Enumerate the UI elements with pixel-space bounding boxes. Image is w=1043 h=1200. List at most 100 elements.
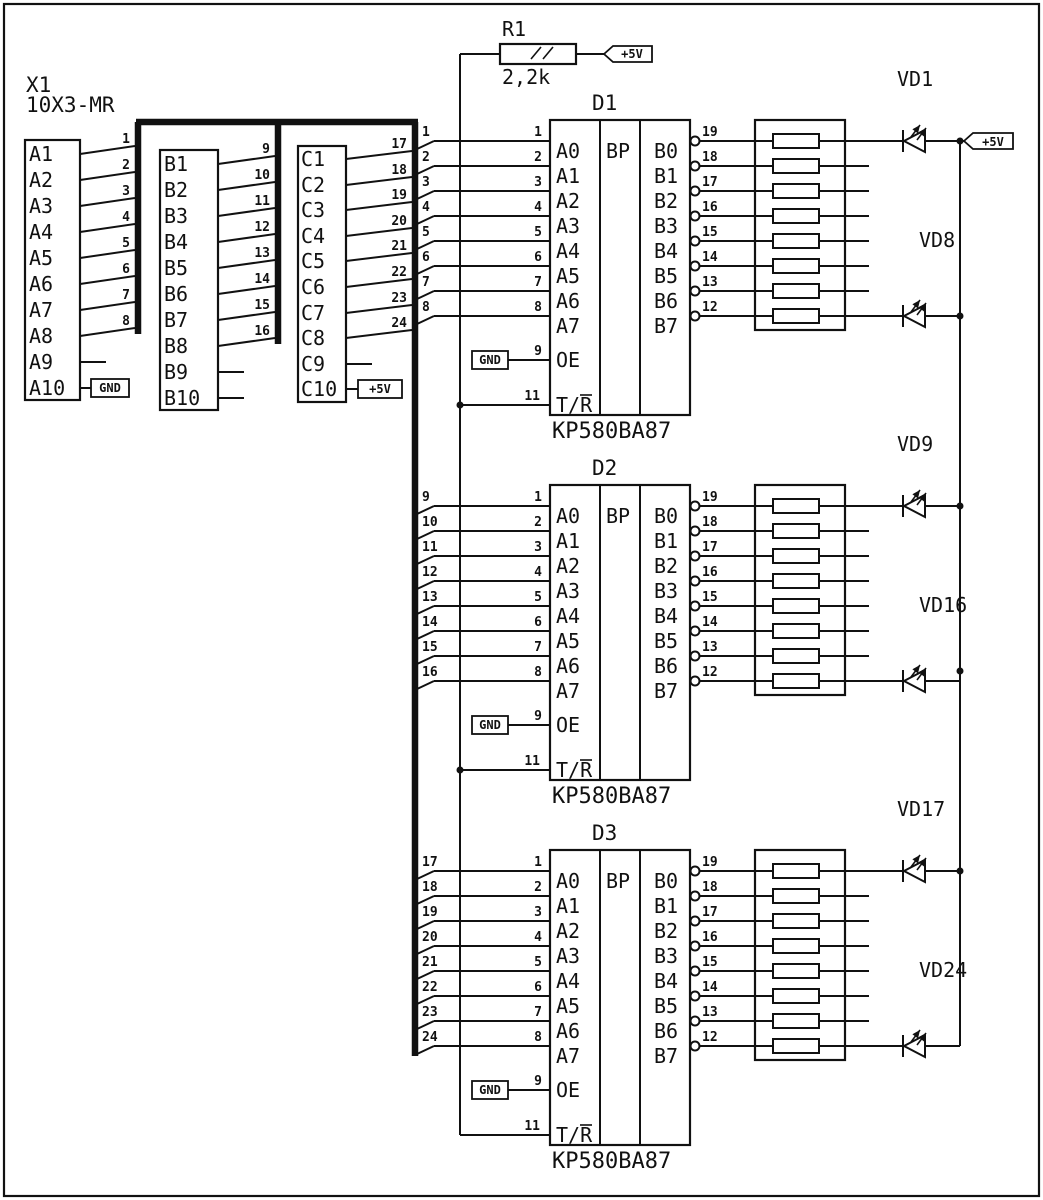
inversion-bubble [689, 675, 701, 687]
cable-wire-number: 12 [422, 565, 438, 580]
plus5v-box [357, 379, 403, 399]
ic-port-label: A3 [556, 944, 580, 968]
ic-pin-number: 8 [534, 300, 542, 315]
ic-pin-number: 13 [702, 275, 718, 290]
oe-label: OE [556, 1078, 580, 1102]
connector-pin-label: A1 [29, 142, 53, 166]
ic-pin-number: 1 [534, 855, 542, 870]
led-ref-first: VD1 [897, 67, 933, 91]
bus-exit-diagonal [416, 605, 435, 615]
ic-port-label: B2 [654, 919, 678, 943]
ic-port-label: A6 [556, 654, 580, 678]
ic-port-label: B5 [654, 629, 678, 653]
plus5v-label: +5V [621, 47, 643, 61]
ic-pin-number: 5 [534, 955, 542, 970]
ic-pin-number: 18 [702, 880, 718, 895]
led-ref-last: VD16 [919, 593, 967, 617]
tr-pin-number: 11 [524, 1119, 540, 1134]
ic-port-label: A7 [556, 314, 580, 338]
bus-exit-diagonal [416, 630, 435, 640]
connector-pin-label: C3 [301, 198, 325, 222]
ic-port-label: B3 [654, 944, 678, 968]
ic-pin-number: 12 [702, 300, 718, 315]
tr-pin-number: 11 [524, 389, 540, 404]
resistor-body [772, 623, 820, 639]
connector-wire-number: 18 [391, 163, 407, 178]
x1-column-b-box [158, 148, 220, 412]
connector-wire-number: 8 [122, 314, 130, 329]
resistor-network-box [753, 848, 847, 1062]
oe-label: OE [556, 348, 580, 372]
oe-pin-number: 9 [534, 344, 542, 359]
ic-port-label: A7 [556, 679, 580, 703]
ic-pin-number: 2 [534, 515, 542, 530]
resistor-body [772, 573, 820, 589]
cable-wire-number: 21 [422, 955, 438, 970]
connector-wire-number: 11 [254, 194, 270, 209]
cable-wire-number: 16 [422, 665, 438, 680]
inversion-bubble [689, 915, 701, 927]
bus-exit-diagonal [416, 165, 435, 175]
inversion-bubble [689, 650, 701, 662]
ic-pin-number: 2 [534, 880, 542, 895]
resistor-network-box [753, 118, 847, 332]
ic-pin-number: 1 [534, 490, 542, 505]
cable-wire-number: 3 [422, 175, 430, 190]
led-arrow-head [912, 1030, 920, 1039]
ic-pin-number: 12 [702, 1030, 718, 1045]
ic-port-label: A2 [556, 919, 580, 943]
ic-pin-number: 12 [702, 665, 718, 680]
connector-pin-label: C5 [301, 249, 325, 273]
bus-exit-diagonal [416, 945, 435, 955]
ic-port-label: B7 [654, 1044, 678, 1068]
connector-wire-number: 1 [122, 132, 130, 147]
connector-wire-number: 14 [254, 272, 270, 287]
inversion-bubble [689, 185, 701, 197]
connector-wire-number: 9 [262, 142, 270, 157]
resistor-body [772, 673, 820, 689]
plus5v-flag [602, 45, 653, 63]
bus-exit-diagonal [416, 970, 435, 980]
connector-part: 10X3-MR [26, 93, 115, 117]
led-arrow-head [918, 128, 926, 137]
ic-box [548, 848, 692, 1147]
bus-exit-diagonal [416, 215, 435, 225]
ic-pin-number: 18 [702, 150, 718, 165]
ic-pin-number: 3 [534, 175, 542, 190]
connector-pin-label: C6 [301, 275, 325, 299]
connector-pin-label: B10 [164, 386, 200, 410]
ic-pin-number: 6 [534, 980, 542, 995]
gnd-label: GND [479, 718, 501, 732]
connector-wire-number: 22 [391, 265, 407, 280]
connector-ref: X1 [26, 73, 51, 97]
resistor-body [772, 523, 820, 539]
junction-dot [956, 137, 964, 145]
junction-dot [456, 401, 464, 409]
bus-exit-diagonal [416, 920, 435, 930]
connector-pin-wire [79, 301, 136, 311]
inversion-bubble [689, 865, 701, 877]
led-arrow-head [918, 303, 926, 312]
cable-wire-number: 22 [422, 980, 438, 995]
ic-pin-number: 15 [702, 225, 718, 240]
connector-pin-wire [217, 181, 276, 191]
cable-wire-number: 15 [422, 640, 438, 655]
cable-wire-number: 8 [422, 300, 430, 315]
gnd-box [90, 378, 130, 398]
ic-port-label: A2 [556, 189, 580, 213]
inversion-bubble [689, 575, 701, 587]
resistor-body [772, 938, 820, 954]
ic-core-label: BP [606, 139, 630, 163]
ic-pin-number: 16 [702, 200, 718, 215]
bus-exit-diagonal [416, 995, 435, 1005]
cable-wire-number: 19 [422, 905, 438, 920]
inversion-bubble [689, 235, 701, 247]
bus-exit-diagonal [416, 555, 435, 565]
ic-port-label: A5 [556, 994, 580, 1018]
gnd-box [471, 1080, 509, 1100]
ic-pin-number: 17 [702, 540, 718, 555]
x1-column-a-box [23, 138, 82, 402]
connector-pin-wire [79, 327, 136, 337]
ic-box [548, 483, 692, 782]
gnd-label: GND [479, 353, 501, 367]
